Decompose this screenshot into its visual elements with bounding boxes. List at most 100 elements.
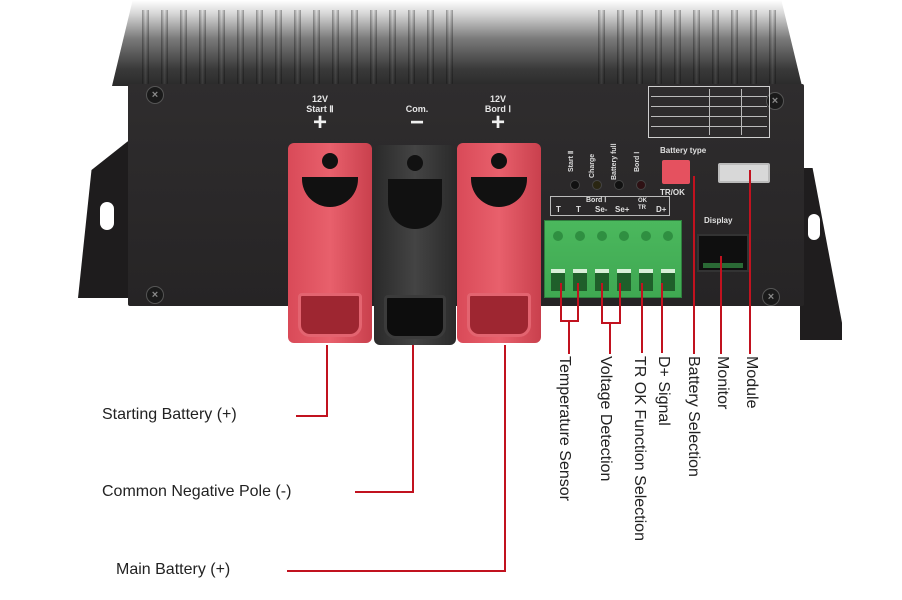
heatsink-fin <box>712 10 719 86</box>
pin-label: TR <box>638 205 646 211</box>
heatsink-fin <box>275 10 282 86</box>
callout-module: Module <box>743 356 760 409</box>
led-label-bord: Bord Ⅰ <box>634 151 641 172</box>
heatsink-fin <box>142 10 149 86</box>
callout-line <box>577 283 579 321</box>
heatsink-fin <box>351 10 358 86</box>
heatsink-fin <box>389 10 396 86</box>
terminal-voltage-label: 12V <box>311 94 328 104</box>
screw-icon <box>407 155 423 171</box>
callout-line <box>355 491 414 493</box>
heatsink-fin <box>427 10 434 86</box>
mounting-slot <box>808 214 820 240</box>
led-charge <box>592 180 602 190</box>
callout-monitor: Monitor <box>714 356 731 410</box>
screw-icon: × <box>766 92 784 110</box>
heatsink-fin <box>370 10 377 86</box>
heatsink-fin <box>674 10 681 86</box>
callout-line <box>601 322 621 324</box>
heatsink-fin <box>446 10 453 86</box>
heatsink-fin <box>693 10 700 86</box>
callout-line <box>326 345 328 417</box>
mounting-slot <box>100 202 114 230</box>
heatsink-fin <box>237 10 244 86</box>
connector-pin-se-minus[interactable] <box>595 269 609 291</box>
plus-sign: + <box>312 109 327 136</box>
pin-label: T <box>576 205 581 214</box>
led-battery-full <box>614 180 624 190</box>
callout-voltage-detection: Voltage Detection <box>597 356 614 482</box>
callout-line <box>720 256 722 354</box>
heatsink-fin <box>617 10 624 86</box>
callout-line <box>619 283 621 323</box>
callout-temperature-sensor: Temperature Sensor <box>556 356 573 501</box>
callout-line <box>641 283 643 353</box>
connector-label-box <box>550 196 670 216</box>
heatsink-fin <box>408 10 415 86</box>
heatsink-fin <box>313 10 320 86</box>
callout-line <box>568 320 570 354</box>
callout-line <box>609 322 611 354</box>
screw-icon <box>491 153 507 169</box>
connector-pin-d-plus[interactable] <box>661 269 675 291</box>
callout-common-negative: Common Negative Pole (-) <box>102 483 292 500</box>
callout-tr-ok-function: TR OK Function Selection <box>631 356 648 541</box>
tr-ok-label: TR/OK <box>660 188 685 197</box>
heatsink-fin <box>332 10 339 86</box>
screw-icon: × <box>762 288 780 306</box>
screw-icon: × <box>146 286 164 304</box>
battery-type-spec-table <box>648 86 770 138</box>
terminal-block-connector <box>544 220 682 298</box>
led-label-charge: Charge <box>589 153 596 178</box>
mounting-bracket-right <box>800 168 842 340</box>
callout-line <box>601 283 603 323</box>
heatsink-fin <box>161 10 168 86</box>
pin-label: Se- <box>595 205 608 214</box>
heatsink <box>112 0 802 86</box>
heatsink-fin <box>655 10 662 86</box>
callout-starting-battery: Starting Battery (+) <box>102 406 237 423</box>
callout-line <box>296 415 328 417</box>
plus-sign: + <box>490 109 505 136</box>
heatsink-fin <box>598 10 605 86</box>
heatsink-fin <box>731 10 738 86</box>
heatsink-fin <box>256 10 263 86</box>
callout-d-plus-signal: D+ Signal <box>655 356 672 426</box>
led-bord <box>636 180 646 190</box>
minus-sign: − <box>409 109 424 136</box>
terminal-name-label: Com. <box>405 104 429 114</box>
pin-label: D+ <box>656 205 667 214</box>
callout-line <box>749 170 751 354</box>
terminal-name-label: Start Ⅱ <box>306 104 334 114</box>
screw-icon: × <box>146 86 164 104</box>
heatsink-fin <box>199 10 206 86</box>
common-negative-terminal[interactable] <box>374 145 456 345</box>
heatsink-fin <box>636 10 643 86</box>
callout-line <box>661 283 663 353</box>
battery-type-dip-switch[interactable] <box>662 160 690 184</box>
screw-icon <box>322 153 338 169</box>
display-port[interactable] <box>697 234 749 272</box>
battery-type-label: Battery type <box>660 146 707 155</box>
connector-pin-t2[interactable] <box>573 269 587 291</box>
connector-header: Bord Ⅰ <box>586 197 607 204</box>
main-battery-terminal[interactable] <box>457 143 541 343</box>
display-label: Display <box>704 216 733 225</box>
ok-label: OK <box>638 198 647 204</box>
heatsink-fin <box>218 10 225 86</box>
pin-label: T <box>556 205 561 214</box>
pin-label: Se+ <box>615 205 630 214</box>
heatsink-fin <box>769 10 776 86</box>
callout-battery-selection: Battery Selection <box>685 356 702 477</box>
callout-line <box>693 176 695 354</box>
starting-battery-terminal[interactable] <box>288 143 372 343</box>
connector-pin-t1[interactable] <box>551 269 565 291</box>
led-label-battery-full: Battery full <box>611 143 618 180</box>
led-start <box>570 180 580 190</box>
callout-main-battery: Main Battery (+) <box>116 561 231 578</box>
heatsink-fin <box>750 10 757 86</box>
heatsink-fin <box>294 10 301 86</box>
module-port[interactable] <box>718 163 770 183</box>
callout-line <box>504 345 506 572</box>
led-label-start: Start Ⅱ <box>568 150 575 172</box>
